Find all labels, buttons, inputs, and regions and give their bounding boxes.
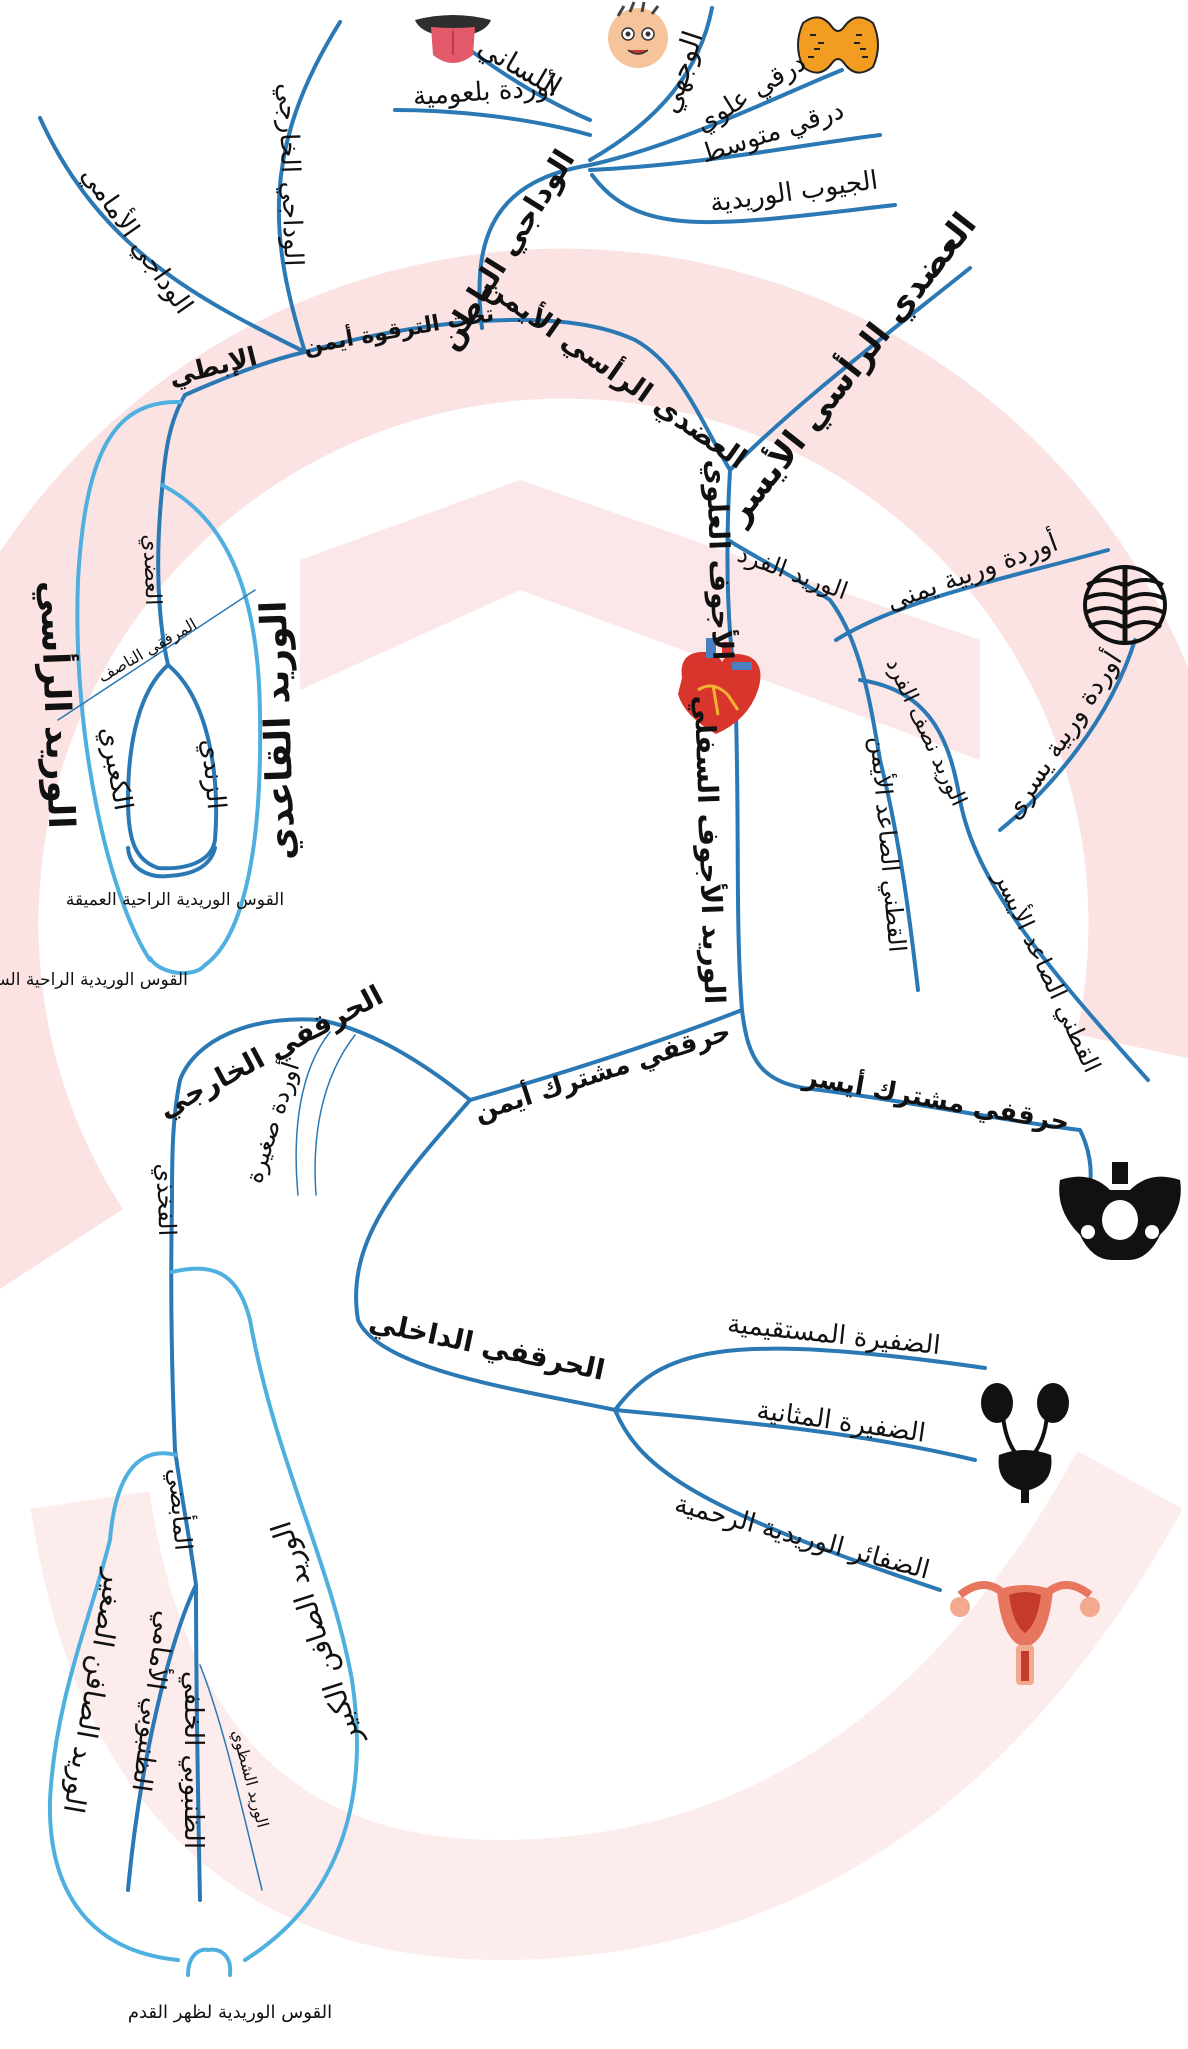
- middle-thyroid-vein: [588, 133, 882, 172]
- posterior-tibial-line: [194, 1583, 202, 1902]
- pelvis-icon: [1059, 1162, 1181, 1260]
- dorsal-foot-arch-line: [186, 1947, 233, 1977]
- vessel-tree: [38, 6, 1150, 1977]
- label-internal-iliac: الحرقفي الداخلي: [366, 1305, 608, 1387]
- label-median-cubital: المرفقي الناصف: [95, 614, 201, 687]
- right-subclavian-vein: [183, 350, 307, 397]
- label-pharyngeal-veins: أوردة بلعومية: [412, 68, 557, 112]
- label-brachial: العضدي: [138, 534, 165, 606]
- label-basilic: الوريد القاعدي: [253, 600, 303, 861]
- axillary-vein: [160, 393, 187, 492]
- great-saphenous-line: [170, 1266, 359, 1962]
- label-dorsal-foot-arch: القوس الوريدية لظهر القدم: [128, 2002, 332, 2023]
- azygos-vein-line: [726, 538, 920, 992]
- label-uterine-plexus: الضفائر الوريدية الرحمية: [671, 1489, 932, 1586]
- label-ulnar: الزندي: [195, 738, 231, 811]
- radial-ulnar-loop: [126, 663, 219, 871]
- internal-jugular-vein: [477, 163, 592, 330]
- label-right-subclavian: تحت الترقوة أيمن: [301, 298, 496, 360]
- face-icon: [608, 1, 668, 68]
- brachial-vein: [156, 488, 170, 667]
- anterior-tibial-line: [126, 1583, 198, 1892]
- hemiazygos-line: [858, 678, 1150, 1082]
- urinary-bladder-icon: [981, 1383, 1069, 1503]
- small-saphenous-line: [47, 1451, 180, 1962]
- uterine-plexus-line: [613, 1408, 942, 1592]
- inferior-vena-cava-line: [733, 678, 1093, 1187]
- label-azygos: الوريد الفرد: [734, 540, 852, 606]
- label-deep-palmar-arch: القوس الوريدية الراحية العميقة: [66, 890, 284, 910]
- basilic-vein-line: [160, 483, 263, 967]
- label-right-common-iliac: حرقفي مشترك أيمن: [470, 1014, 735, 1128]
- label-left-intercostal: أوردة وربية يسرى: [995, 644, 1129, 825]
- label-inferior-vena-cava: الوريد الأجوف السفلي: [688, 695, 733, 1005]
- popliteal-line: [173, 1448, 198, 1587]
- uterus-icon: [950, 1581, 1100, 1685]
- label-anterior-tibial: الظنبوبي الأمامي: [125, 1609, 183, 1794]
- label-left-common-iliac: حرقفي مشترك أيسر: [799, 1059, 1072, 1139]
- left-brachiocephalic-vein: [728, 266, 972, 472]
- right-common-iliac-line: [468, 1008, 744, 1102]
- label-external-jugular: الوداجي الخارجي: [272, 82, 308, 266]
- heart-icon: [678, 638, 761, 734]
- femoral-line: [169, 1198, 177, 1452]
- label-left-ascending-lumbar: القطني الصاعد الأيسر: [988, 865, 1107, 1077]
- left-intercostal-line: [998, 638, 1137, 832]
- label-left-brachiocephalic: العضدي الرأسي الأيسر: [714, 204, 984, 533]
- anterior-jugular-vein: [38, 116, 307, 354]
- venous-sinuses-vein: [590, 173, 897, 225]
- superior-thyroid-vein: [588, 68, 844, 167]
- pharyngeal-veins: [393, 108, 592, 137]
- external-iliac-line: [170, 1017, 472, 1202]
- rectal-plexus-line: [613, 1346, 987, 1412]
- cephalic-vein-line: [75, 399, 182, 962]
- right-intercostal-line: [834, 548, 1110, 642]
- label-right-ascending-lumbar: القطني الصاعد الأيمن: [865, 735, 913, 953]
- label-vesical-plexus: الضفيرة المثانية: [755, 1395, 927, 1448]
- labels: اللساني الوجهي درقي علوي درقي متوسط الجي…: [0, 27, 1129, 2023]
- deep-palmar-arch-line: [126, 846, 217, 879]
- label-popliteal: المأبضي: [162, 1467, 200, 1552]
- external-jugular-vein: [276, 20, 342, 354]
- label-femoral: الفخذي: [151, 1163, 182, 1237]
- superficial-palmar-arch-line: [148, 956, 207, 976]
- ribcage-icon: [1083, 565, 1167, 645]
- fibular-line: [199, 1664, 263, 1891]
- facial-vein: [588, 6, 714, 162]
- internal-iliac-line: [354, 1098, 617, 1412]
- thyroid-icon: [797, 16, 879, 74]
- vesical-plexus-line: [613, 1408, 977, 1462]
- tongue-icon: [415, 15, 491, 63]
- small-veins-line-1: [295, 1031, 331, 1196]
- label-superior-vena-cava: الأجوف العلوي: [699, 459, 740, 661]
- label-superficial-palmar-arch: القوس الوريدية الراحية السطحية: [0, 970, 188, 990]
- label-anterior-jugular: الوداجي الأمامي: [75, 159, 201, 320]
- small-veins-line-2: [314, 1034, 356, 1196]
- label-rectal-plexus: الضفيرة المستقيمية: [726, 1309, 942, 1361]
- median-cubital-line: [57, 589, 256, 721]
- label-right-brachiocephalic: العضدي الرأسي الأيمن: [478, 267, 754, 475]
- label-posterior-tibial: الظنبوبي الخلفي: [178, 1671, 208, 1849]
- right-brachiocephalic-vein: [303, 317, 732, 472]
